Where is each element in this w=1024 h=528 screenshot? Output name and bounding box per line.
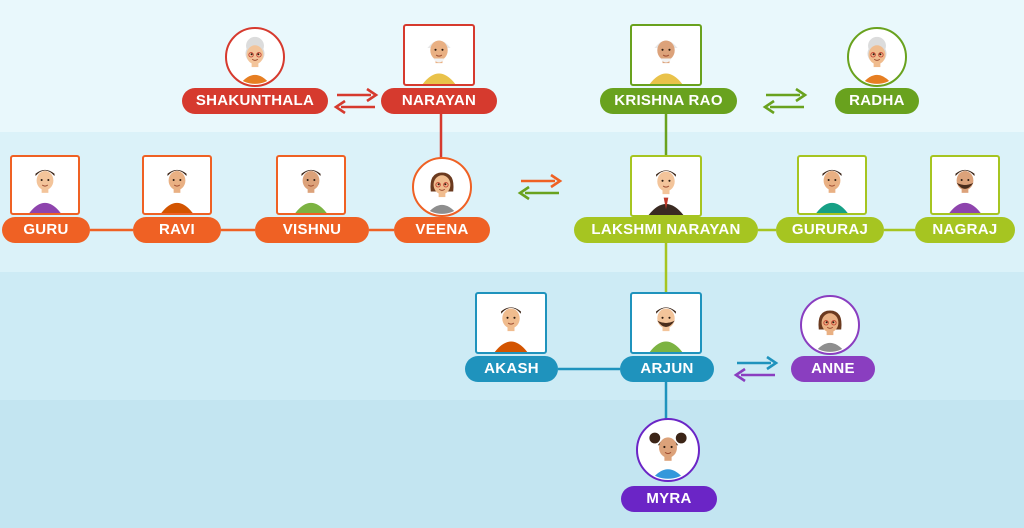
name-label-ravi: RAVI	[133, 217, 221, 243]
name-label-nagraj: NAGRAJ	[915, 217, 1015, 243]
name-label-shakunthala: SHAKUNTHALA	[182, 88, 328, 114]
avatar-krishna-rao	[630, 24, 702, 86]
name-label-veena: VEENA	[394, 217, 490, 243]
name-label-vishnu: VISHNU	[255, 217, 369, 243]
man-icon	[816, 169, 848, 213]
name-label-radha: RADHA	[835, 88, 919, 114]
avatar-gururaj	[797, 155, 867, 215]
marriage-arrows-krishna-rao-radha	[762, 86, 808, 116]
name-label-myra: MYRA	[621, 486, 717, 512]
avatar-akash	[475, 292, 547, 354]
grandfather-icon	[422, 40, 456, 84]
grandmother-icon	[861, 36, 893, 84]
grandfather-icon	[649, 40, 683, 84]
avatar-anne	[800, 295, 860, 355]
bearded-man-icon	[949, 169, 981, 213]
avatar-myra	[636, 418, 700, 482]
avatar-nagraj	[930, 155, 1000, 215]
marriage-arrows-veena-lakshmi-narayan	[517, 172, 563, 202]
avatar-shakunthala	[225, 27, 285, 87]
avatar-arjun	[630, 292, 702, 354]
girl-icon	[649, 432, 687, 479]
marriage-arrows-arjun-anne	[733, 354, 779, 384]
name-label-lakshmi-narayan: LAKSHMI NARAYAN	[574, 217, 758, 243]
man-icon	[494, 307, 528, 352]
woman-icon	[426, 172, 458, 214]
woman-icon	[814, 310, 846, 352]
name-label-krishna-rao: KRISHNA RAO	[600, 88, 737, 114]
marriage-arrows-shakunthala-narayan	[333, 86, 379, 116]
name-label-anne: ANNE	[791, 356, 875, 382]
avatar-lakshmi-narayan	[630, 155, 702, 217]
avatar-ravi	[142, 155, 212, 215]
name-label-arjun: ARJUN	[620, 356, 714, 382]
bearded-man-icon	[649, 307, 683, 352]
background-band-bottom	[0, 400, 1024, 528]
avatar-narayan	[403, 24, 475, 86]
avatar-guru	[10, 155, 80, 215]
man-icon	[295, 169, 327, 213]
man-icon	[161, 169, 193, 213]
name-label-narayan: NARAYAN	[381, 88, 497, 114]
avatar-vishnu	[276, 155, 346, 215]
name-label-guru: GURU	[2, 217, 90, 243]
grandmother-icon	[239, 36, 271, 84]
name-label-akash: AKASH	[465, 356, 558, 382]
avatar-veena	[412, 157, 472, 217]
avatar-radha	[847, 27, 907, 87]
man-suit-icon	[648, 170, 684, 215]
name-label-gururaj: GURURAJ	[776, 217, 884, 243]
man-icon	[29, 169, 61, 213]
